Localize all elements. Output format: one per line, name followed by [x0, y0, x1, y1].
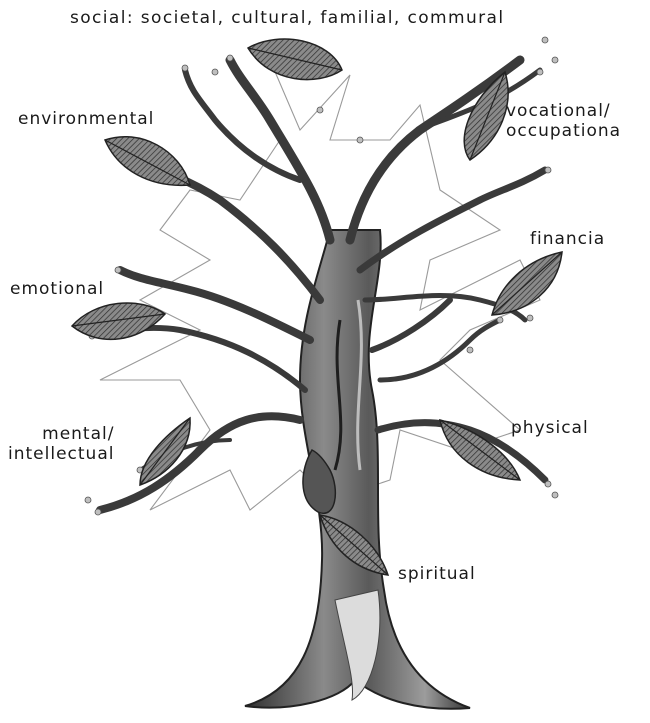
label-social: social: societal, cultural, familial, co…	[70, 8, 504, 28]
leaf-emotional	[72, 303, 165, 339]
leaf-social	[248, 39, 342, 80]
leaf-financial	[492, 252, 562, 315]
label-vocational: vocational/ occupationa	[506, 101, 621, 141]
label-emotional: emotional	[10, 279, 104, 299]
label-environmental: environmental	[18, 109, 154, 129]
leaf-mental	[140, 418, 190, 485]
label-physical: physical	[511, 418, 589, 438]
label-financial: financia	[530, 229, 605, 249]
label-spiritual: spiritual	[398, 564, 476, 584]
label-mental-intellectual: mental/ intellectual	[8, 424, 114, 464]
leaf-environmental	[105, 137, 190, 186]
